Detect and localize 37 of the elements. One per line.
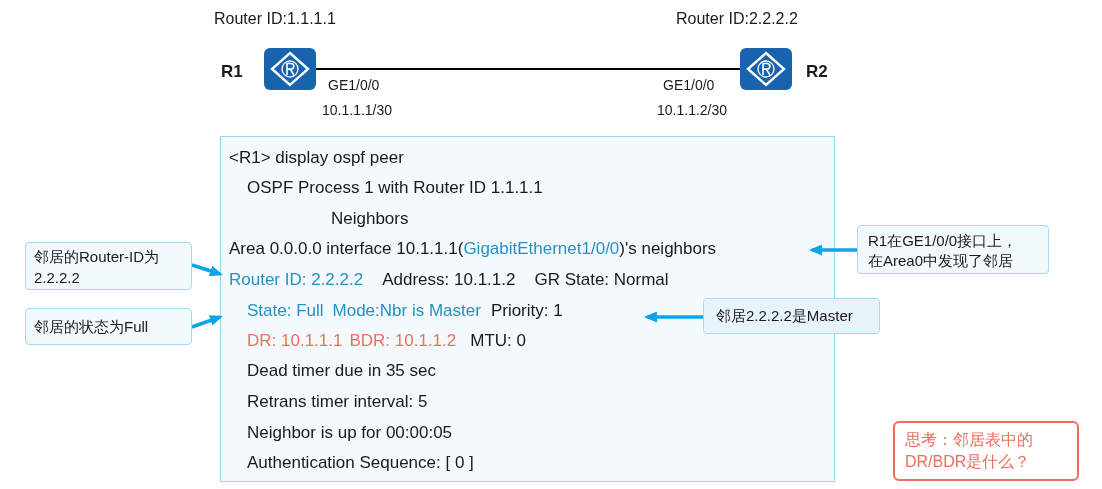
output-text: State: Full [247, 301, 324, 320]
callout-box: R1在GE1/0/0接口上，在Area0中发现了邻居 [857, 225, 1049, 274]
command-text: <R1> display ospf peer [229, 148, 404, 167]
output-text: GigabitEthernet1/0/0 [463, 239, 620, 258]
ip-address-label: 10.1.1.1/30 [322, 101, 393, 119]
arrow [809, 244, 857, 256]
output-text: Retrans timer interval: 5 [247, 392, 428, 411]
output-text: Dead timer due in 35 sec [247, 361, 436, 380]
ip-address-label: 10.1.1.2/30 [657, 101, 728, 119]
output-text: MTU: 0 [470, 331, 526, 350]
output-text: DR: 10.1.1.1 [247, 331, 343, 350]
output-text: Area 0.0.0.0 interface 10.1.1.1( [229, 239, 464, 258]
router-id-label: Router ID:2.2.2.2 [676, 9, 798, 29]
interface-label: GE1/0/0 [663, 76, 715, 94]
callout-box: 邻居的Router-ID为2.2.2.2 [25, 242, 192, 290]
arrow [191, 315, 223, 329]
link-line [315, 68, 741, 70]
output-text: )'s neighbors [619, 239, 717, 258]
router-id-label: Router ID:1.1.1.1 [214, 9, 336, 29]
arrow [191, 263, 223, 277]
arrow [644, 311, 703, 323]
interface-label: GE1/0/0 [328, 76, 380, 94]
output-text: Authentication Sequence: [ 0 ] [247, 453, 474, 472]
note-box: 思考：邻居表中的DR/BDR是什么？ [893, 421, 1079, 481]
output-text: Mode:Nbr is Master [332, 301, 481, 320]
output-text: GR State: Normal [534, 270, 669, 289]
router-name-label: R2 [806, 62, 828, 82]
output-text: OSPF Process 1 with Router ID 1.1.1.1 [247, 178, 543, 197]
output-text: Neighbor is up for 00:00:05 [247, 423, 453, 442]
callout-box: 邻居的状态为Full [25, 308, 192, 345]
output-text: Priority: 1 [490, 301, 563, 320]
callout-box: 邻居2.2.2.2是Master [703, 298, 880, 334]
output-text: BDR: 10.1.1.2 [349, 331, 457, 350]
output-text: Neighbors [331, 209, 409, 228]
router-name-label: R1 [221, 62, 243, 82]
output-text: Router ID: 2.2.2.2 [229, 270, 364, 289]
output-text: Address: 10.1.1.2 [382, 270, 516, 289]
